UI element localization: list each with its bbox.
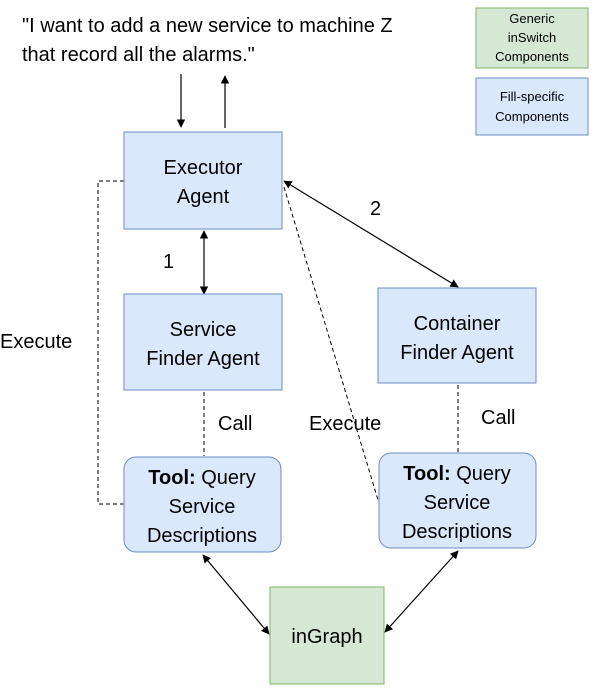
edge-label-execute-left: Execute bbox=[0, 331, 72, 353]
tool-right-bold: Tool: bbox=[403, 463, 450, 485]
tool-right-label-3: Descriptions bbox=[402, 521, 512, 543]
legend-specific-swatch bbox=[475, 77, 589, 136]
service-finder-agent-node: Service Finder Agent bbox=[123, 293, 283, 391]
user-request-line-2: that record all the alarms." bbox=[22, 44, 255, 66]
executor-container-finder-edge bbox=[283, 180, 459, 288]
ingraph-label: inGraph bbox=[291, 626, 362, 648]
edge-label-step-2: 2 bbox=[370, 198, 381, 220]
legend-specific-line-1: Fill-specific bbox=[500, 89, 565, 104]
legend-specific-line-2: Components bbox=[495, 109, 569, 124]
edge-label-execute-mid: Execute bbox=[309, 413, 381, 435]
legend-generic: Generic inSwitch Components bbox=[475, 7, 589, 69]
tool-left-label-2: Service bbox=[169, 496, 236, 518]
executor-agent-label-2: Agent bbox=[177, 186, 230, 208]
tool-left-bold: Tool: bbox=[148, 467, 195, 489]
service-finder-label-1: Service bbox=[170, 319, 237, 341]
legend-specific: Fill-specific Components bbox=[475, 77, 589, 136]
ingraph-node: inGraph bbox=[269, 586, 385, 685]
tool-query-service-right-node: Tool: Query Service Descriptions bbox=[378, 452, 537, 549]
executor-agent-node: Executor Agent bbox=[123, 131, 283, 230]
container-finder-label-2: Finder Agent bbox=[400, 342, 514, 364]
legend-generic-line-2: inSwitch bbox=[508, 30, 556, 45]
tool-right-label-2: Service bbox=[424, 492, 491, 514]
legend-generic-swatch bbox=[475, 7, 589, 69]
tool-query-service-left-node: Tool: Query Service Descriptions bbox=[123, 456, 282, 553]
user-request-line-1: "I want to add a new service to machine … bbox=[22, 15, 393, 37]
tool-left-label-1: Tool: Query bbox=[148, 467, 255, 489]
tool-left-rest: Query bbox=[196, 467, 256, 489]
service-finder-label-2: Finder Agent bbox=[146, 348, 260, 370]
container-finder-label-1: Container bbox=[414, 313, 501, 335]
legend-generic-line-3: Components bbox=[495, 49, 569, 64]
execute-left-dashed-edge bbox=[97, 180, 124, 505]
edge-label-call-left: Call bbox=[218, 413, 252, 435]
executor-agent-label-1: Executor bbox=[164, 157, 243, 179]
tool-right-rest: Query bbox=[451, 463, 511, 485]
tool-right-ingraph-edge bbox=[384, 550, 459, 633]
tool-right-label-1: Tool: Query bbox=[403, 463, 510, 485]
execute-mid-dashed-edge bbox=[283, 186, 379, 501]
legend-generic-line-1: Generic bbox=[509, 11, 555, 26]
container-finder-agent-node: Container Finder Agent bbox=[377, 287, 537, 384]
edge-label-call-right: Call bbox=[481, 407, 515, 429]
tool-left-ingraph-edge bbox=[202, 554, 270, 635]
edge-label-step-1: 1 bbox=[163, 251, 174, 273]
tool-left-label-3: Descriptions bbox=[147, 525, 257, 547]
